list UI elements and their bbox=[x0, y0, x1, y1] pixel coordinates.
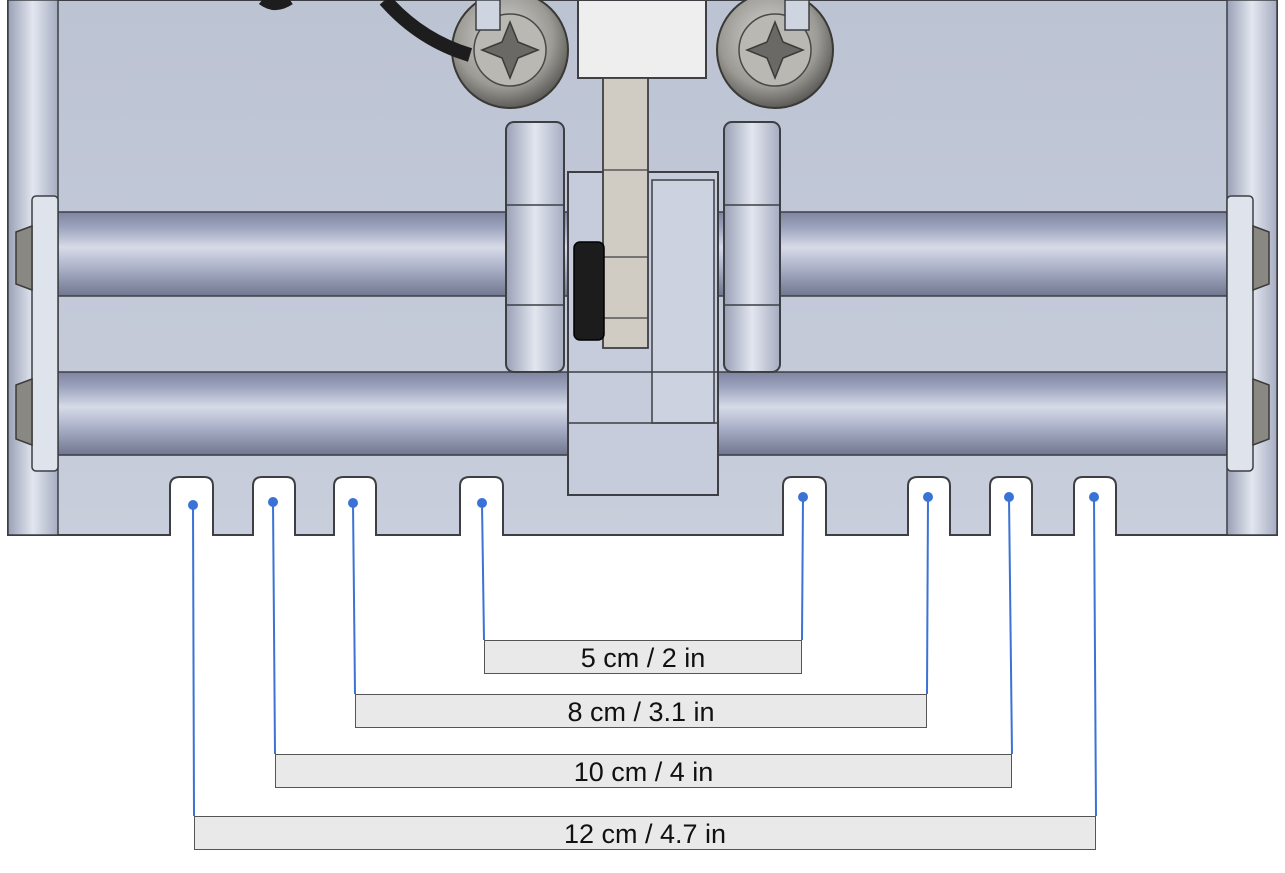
dimension-leaders bbox=[188, 492, 1099, 817]
socket-head-bolt-icon bbox=[15, 195, 59, 472]
dimension-label-12cm: 12 cm / 4.7 in bbox=[194, 816, 1096, 850]
cable bbox=[258, 0, 293, 10]
dimension-leader-10cm bbox=[268, 492, 1014, 755]
torx-screw-icon bbox=[716, 0, 834, 109]
dimension-label-5cm: 5 cm / 2 in bbox=[484, 640, 802, 674]
socket-head-bolt-icon bbox=[1226, 195, 1270, 472]
right-roller bbox=[723, 121, 781, 373]
carriage bbox=[567, 77, 719, 496]
dimension-leader-5cm bbox=[477, 492, 808, 641]
dimension-label-10cm: 10 cm / 4 in bbox=[275, 754, 1012, 788]
dimension-leader-8cm bbox=[348, 492, 933, 695]
dimension-label-8cm: 8 cm / 3.1 in bbox=[355, 694, 927, 728]
cable bbox=[379, 0, 473, 62]
dimension-leader-12cm bbox=[188, 492, 1099, 817]
left-roller bbox=[505, 121, 565, 373]
